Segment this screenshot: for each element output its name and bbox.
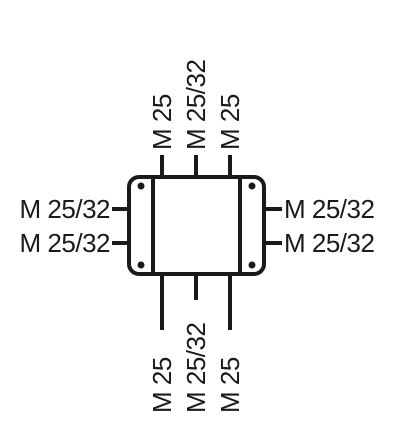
screw-icon	[137, 182, 145, 190]
bottom-entry-label: M 25/32	[181, 323, 211, 413]
enclosure-outer	[127, 175, 266, 276]
bottom-entry-label: M 25	[147, 357, 177, 413]
right-entry-label: M 25/32	[284, 194, 374, 224]
right-entry-label: M 25/32	[284, 228, 374, 258]
top-entry-label: M 25/32	[181, 60, 211, 150]
screw-icon	[248, 182, 256, 190]
bottom-entry-label: M 25	[215, 357, 245, 413]
top-entry-label: M 25	[147, 94, 177, 150]
left-entry-label: M 25/32	[20, 194, 110, 224]
enclosure	[127, 175, 266, 276]
top-entry-label: M 25	[215, 94, 245, 150]
screw-icon	[137, 261, 145, 269]
left-entry-label: M 25/32	[20, 228, 110, 258]
right-entries	[264, 207, 282, 245]
bottom-entries	[160, 274, 232, 330]
screw-icon	[248, 261, 256, 269]
left-entries	[112, 207, 129, 245]
top-entries	[160, 155, 232, 177]
